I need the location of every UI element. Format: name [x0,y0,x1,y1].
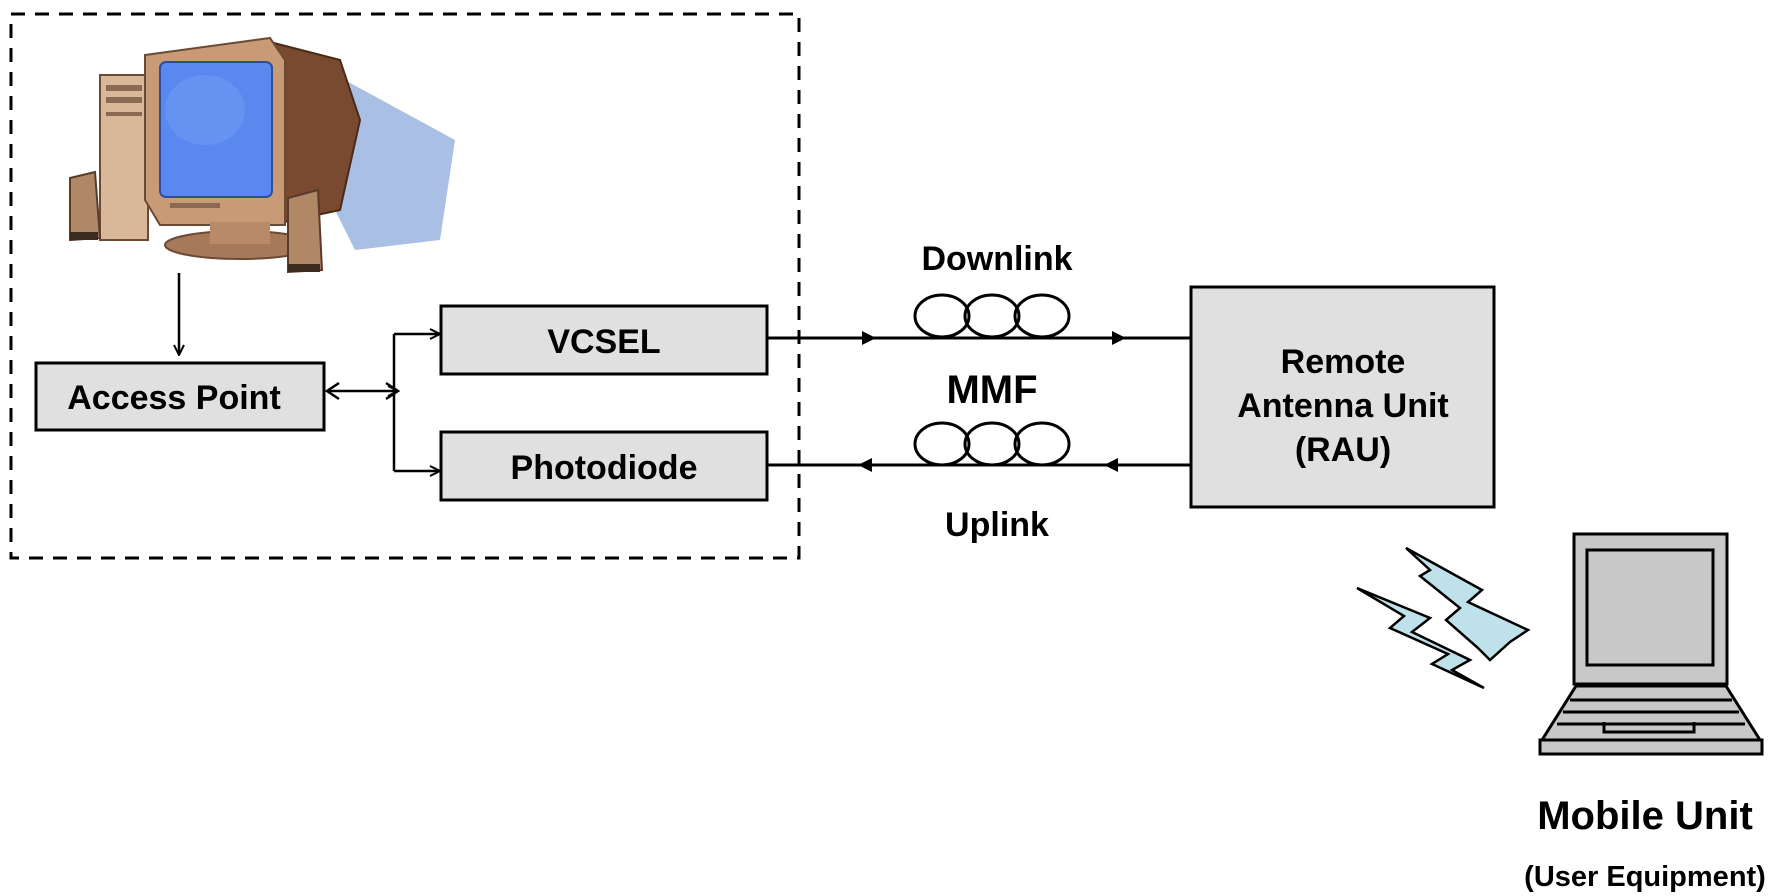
downlink-arrowhead-2 [1112,331,1126,345]
uplink-label: Uplink [945,506,1049,544]
central-station-boundary [9,12,801,560]
rau-label-line3: (RAU) [1295,431,1391,469]
rau-label-line1: Remote [1281,343,1406,381]
downlink-arrowhead-1 [862,331,876,345]
access-point-label: Access Point [67,379,281,417]
fiber-coil-icon [913,421,1071,467]
photodiode-label: Photodiode [511,449,698,487]
mobile-unit-title: Mobile Unit [1537,794,1753,838]
rau-box [1189,285,1496,509]
laptop-icon [1538,532,1764,756]
downlink-label: Downlink [921,240,1072,278]
rau-label-line2: Antenna Unit [1237,387,1449,425]
vcsel-box [439,304,769,376]
fiber-coil-icon [913,293,1071,339]
access-point-box [34,361,326,432]
wireless-signal-icon [1356,546,1531,690]
desktop-computer-icon [69,36,455,274]
mmf-label: MMF [946,368,1037,412]
photodiode-box [439,430,769,502]
mobile-unit-subtitle: (User Equipment) [1524,861,1766,893]
uplink-arrowhead-2 [858,458,872,472]
vcsel-label: VCSEL [547,323,660,361]
uplink-arrowhead-1 [1104,458,1118,472]
